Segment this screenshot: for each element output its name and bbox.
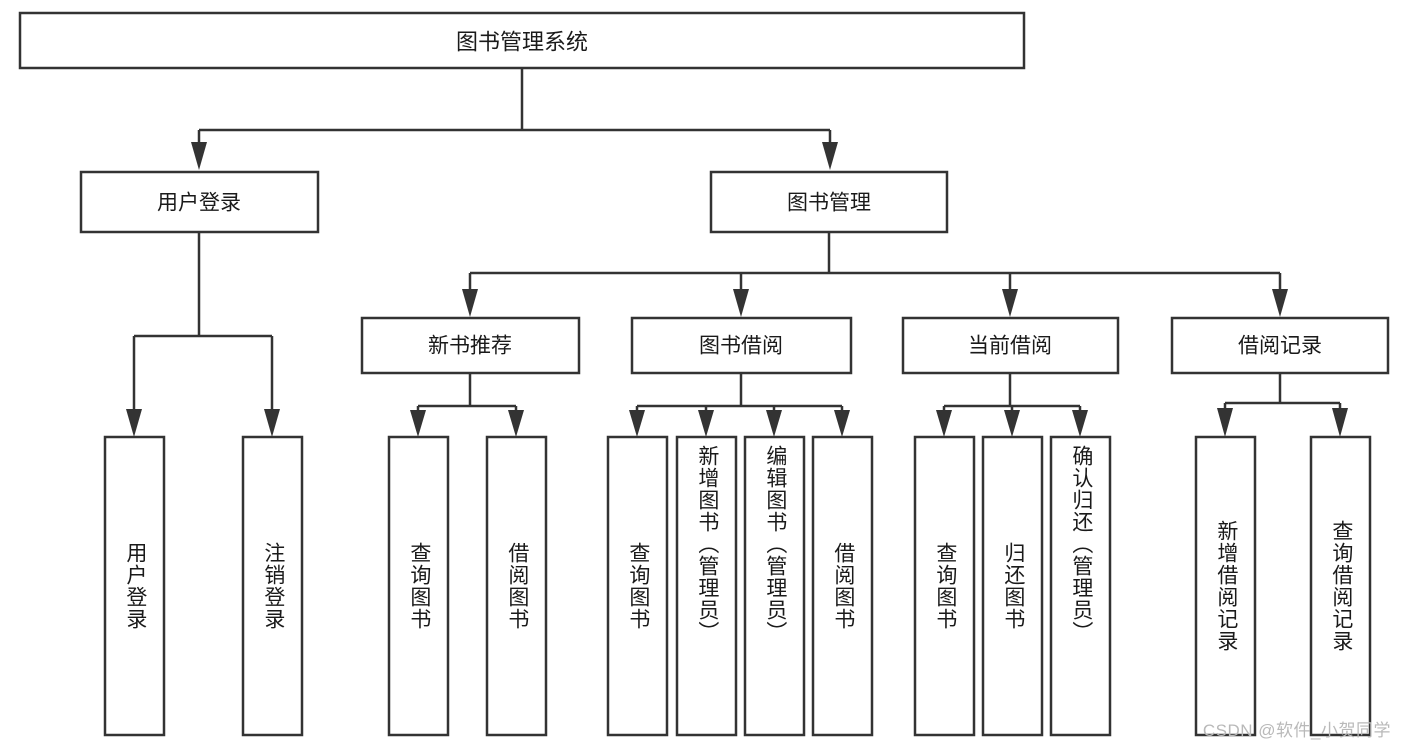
node-new-book-recommend-box[interactable] bbox=[360, 316, 581, 375]
leaf-box-current-borrow-3[interactable] bbox=[1049, 435, 1112, 737]
arrow-head-bm-2 bbox=[733, 289, 749, 317]
leaf-box-borrow-record-1[interactable] bbox=[1194, 435, 1257, 737]
arrow-head-bm-4 bbox=[1272, 289, 1288, 317]
leaf-box-user-login-1[interactable] bbox=[103, 435, 166, 737]
node-borrow-record-box[interactable] bbox=[1170, 316, 1390, 375]
connector-current-borrow-to-leaves bbox=[936, 373, 1088, 437]
node-root[interactable]: 图书管理系统 bbox=[18, 11, 1026, 70]
leaf-box-book-borrow-4[interactable] bbox=[811, 435, 874, 737]
arrow-head-cb-3 bbox=[1072, 410, 1088, 437]
arrow-head-cb-1 bbox=[936, 410, 952, 437]
arrow-head-user-login-2 bbox=[264, 409, 280, 437]
node-book-management-label: 图书管理 bbox=[787, 192, 871, 215]
connector-root-to-level1 bbox=[191, 68, 838, 170]
arrow-head-bb-1 bbox=[629, 410, 645, 437]
node-user-login-label: 用户登录 bbox=[157, 192, 241, 215]
node-current-borrow-box[interactable] bbox=[901, 316, 1120, 375]
node-current-borrow-label: 当前借阅 bbox=[968, 335, 1052, 358]
leaf-box-current-borrow-2[interactable] bbox=[981, 435, 1044, 737]
node-root-label: 图书管理系统 bbox=[456, 30, 588, 55]
node-new-book-recommend-label: 新书推荐 bbox=[428, 335, 512, 358]
leaf-box-borrow-record-2[interactable] bbox=[1309, 435, 1372, 737]
arrow-head-nbr-2 bbox=[508, 410, 524, 437]
arrow-head-nbr-1 bbox=[410, 410, 426, 437]
leaf-box-new-book-recommend-2[interactable] bbox=[485, 435, 548, 737]
connector-user-login-to-leaves bbox=[126, 232, 280, 437]
node-root-box[interactable] bbox=[18, 11, 1026, 70]
arrow-head-bb-4 bbox=[834, 410, 850, 437]
node-book-borrow-label: 图书借阅 bbox=[699, 335, 783, 358]
leaf-box-book-borrow-1[interactable] bbox=[606, 435, 669, 737]
arrow-head-bb-3 bbox=[766, 410, 782, 437]
arrow-head-bm-3 bbox=[1002, 289, 1018, 317]
node-book-borrow[interactable]: 图书借阅 bbox=[630, 316, 853, 375]
leaf-box-book-borrow-2[interactable] bbox=[675, 435, 738, 737]
arrow-head-root-1 bbox=[191, 142, 207, 170]
node-book-borrow-box[interactable] bbox=[630, 316, 853, 375]
connector-book-borrow-to-leaves bbox=[629, 373, 850, 437]
arrow-head-br-1 bbox=[1217, 408, 1233, 437]
node-new-book-recommend[interactable]: 新书推荐 bbox=[360, 316, 581, 375]
node-borrow-record[interactable]: 借阅记录 bbox=[1170, 316, 1390, 375]
arrow-head-bb-2 bbox=[698, 410, 714, 437]
csdn-watermark: CSDN @软件_小贺同学 bbox=[1202, 721, 1391, 740]
arrow-head-cb-2 bbox=[1004, 410, 1020, 437]
node-book-management[interactable]: 图书管理 bbox=[709, 170, 949, 234]
node-user-login[interactable]: 用户登录 bbox=[79, 170, 320, 234]
connector-borrow-record-to-leaves bbox=[1217, 373, 1348, 437]
arrow-head-bm-1 bbox=[462, 289, 478, 317]
leaf-box-user-login-2[interactable] bbox=[241, 435, 304, 737]
node-current-borrow[interactable]: 当前借阅 bbox=[901, 316, 1120, 375]
leaf-box-current-borrow-1[interactable] bbox=[913, 435, 976, 737]
leaf-box-new-book-recommend-1[interactable] bbox=[387, 435, 450, 737]
leaf-box-book-borrow-3[interactable] bbox=[743, 435, 806, 737]
connector-new-book-recommend-to-leaves bbox=[410, 373, 524, 437]
node-book-management-box[interactable] bbox=[709, 170, 949, 234]
arrow-head-br-2 bbox=[1332, 408, 1348, 437]
connector-book-management-to-level2 bbox=[462, 232, 1288, 317]
node-borrow-record-label: 借阅记录 bbox=[1238, 335, 1322, 358]
arrow-head-user-login-1 bbox=[126, 409, 142, 437]
arrow-head-root-2 bbox=[822, 142, 838, 170]
